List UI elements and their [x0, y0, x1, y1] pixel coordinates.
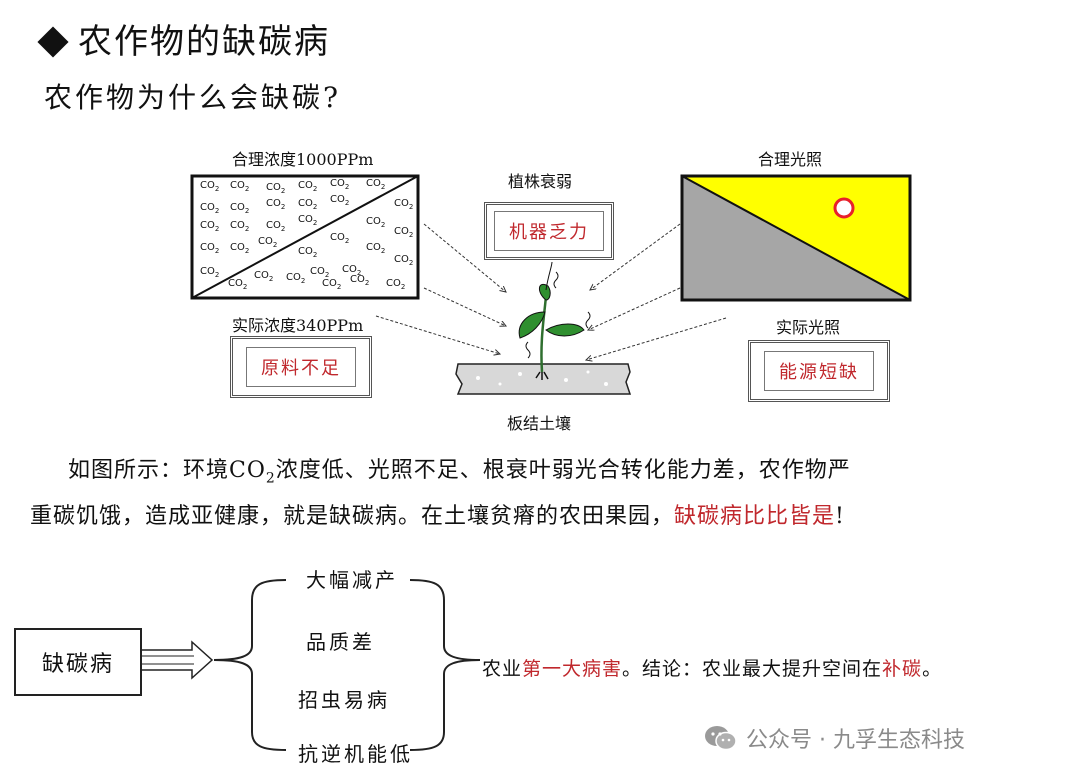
plant-weak-label: 植株衰弱 [508, 172, 573, 191]
effect-poor-quality: 品质差 [306, 630, 375, 654]
explanation-line-1: 如图所示：环境CO2浓度低、光照不足、根衰叶弱光合转化能力差，农作物严 [68, 458, 851, 487]
energy-short-box: 能源短缺 [748, 340, 890, 402]
co2-molecule-label: CO2 [200, 266, 220, 279]
light-box [680, 174, 912, 302]
conclusion-text: 农业第一大病害。结论：农业最大提升空间在补碳。 [482, 658, 943, 680]
light-label-reasonable: 合理光照 [758, 150, 823, 169]
effect-yield-drop: 大幅减产 [306, 568, 398, 592]
co2-molecule-label: CO2 [310, 266, 330, 279]
co2-molecule-label: CO2 [322, 278, 342, 291]
co2-molecule-label: CO2 [330, 178, 350, 191]
explanation-line-2: 重碳饥饿，造成亚健康，就是缺碳病。在土壤贫瘠的农田果园，缺碳病比比皆是! [30, 504, 845, 529]
right-arrow-icon [139, 640, 214, 680]
co2-molecule-label: CO2 [298, 214, 318, 227]
sun-icon [833, 197, 855, 219]
left-brace-icon [213, 579, 287, 751]
co2-molecule-label: CO2 [254, 270, 274, 283]
co2-molecule-label: CO2 [394, 198, 414, 211]
co2-molecule-label: CO2 [200, 242, 220, 255]
co2-molecule-label: CO2 [342, 264, 362, 277]
co2-molecule-label: CO2 [228, 278, 248, 291]
raw-material-box: 原料不足 [230, 336, 372, 398]
co2-molecule-label: CO2 [298, 180, 318, 193]
co2-molecule-label: CO2 [386, 278, 406, 291]
co2-molecule-label: CO2 [230, 202, 250, 215]
machine-weak-box: 机器乏力 [484, 202, 614, 260]
disease-box: 缺碳病 [14, 628, 142, 696]
co2-molecule-label: CO2 [394, 254, 414, 267]
co2-molecule-label: CO2 [330, 194, 350, 207]
plant-icon [518, 261, 591, 380]
page-title: 农作物的缺碳病 [36, 14, 330, 63]
co2-molecule-label: CO2 [394, 226, 414, 239]
co2-molecule-label: CO2 [366, 216, 386, 229]
effect-low-resistance: 抗逆机能低 [298, 742, 413, 766]
co2-molecule-label: CO2 [366, 242, 386, 255]
effect-pests-disease: 招虫易病 [298, 688, 390, 712]
soil-label: 板结土壤 [507, 414, 572, 433]
co2-molecule-label: CO2 [230, 220, 250, 233]
co2-molecule-label: CO2 [298, 246, 318, 259]
wechat-icon [705, 726, 737, 751]
co2-molecule-label: CO2 [330, 232, 350, 245]
co2-molecule-label: CO2 [286, 272, 306, 285]
co2-molecule-label: CO2 [230, 180, 250, 193]
co2-molecule-label: CO2 [350, 274, 370, 287]
co2-molecule-label: CO2 [200, 202, 220, 215]
co2-concentration-box [190, 174, 420, 300]
soil-slab-icon [455, 363, 632, 395]
co2-label-reasonable: 合理浓度1000PPm [232, 150, 374, 169]
co2-molecule-label: CO2 [298, 198, 318, 211]
co2-label-actual: 实际浓度340PPm [232, 316, 364, 335]
light-label-actual: 实际光照 [776, 318, 841, 337]
co2-molecule-label: CO2 [366, 178, 386, 191]
co2-molecule-label: CO2 [266, 198, 286, 211]
co2-molecule-label: CO2 [266, 220, 286, 233]
co2-molecule-label: CO2 [230, 242, 250, 255]
subtitle-question: 农作物为什么会缺碳? [44, 81, 342, 114]
watermark: 公众号 · 九孚生态科技 [704, 722, 965, 754]
co2-molecule-label: CO2 [200, 180, 220, 193]
co2-molecule-label: CO2 [266, 182, 286, 195]
co2-molecule-label: CO2 [200, 220, 220, 233]
right-brace-icon [409, 579, 481, 751]
co2-molecule-label: CO2 [258, 236, 278, 249]
